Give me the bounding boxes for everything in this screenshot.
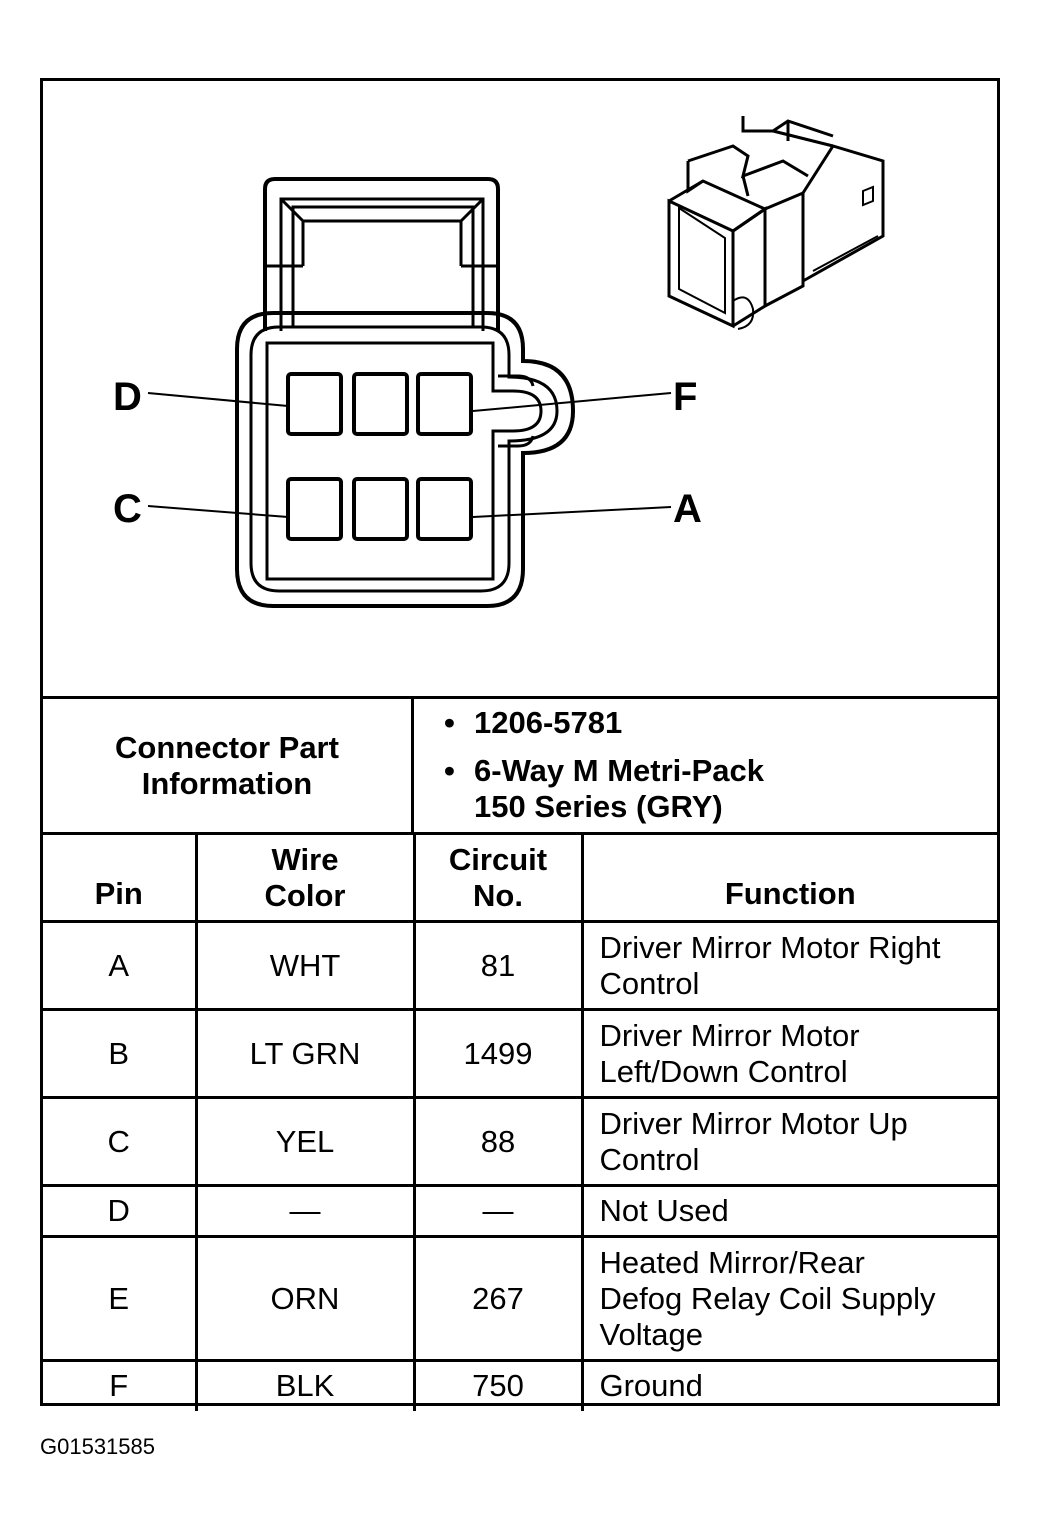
function-line: Ground [599, 1368, 703, 1404]
table-row: D — — Not Used [43, 1184, 997, 1238]
pin-label-a: A [673, 487, 702, 531]
cell-wire-color: LT GRN [194, 1008, 416, 1099]
cell-pin: C [43, 1096, 198, 1187]
cell-pin: E [43, 1235, 198, 1362]
cell-function: Driver Mirror Motor Right Control [580, 920, 997, 1011]
cell-function: Heated Mirror/Rear Defog Relay Coil Supp… [580, 1235, 997, 1362]
function-line: Defog Relay Coil Supply [599, 1280, 936, 1316]
function-line: Not Used [599, 1193, 729, 1228]
cell-function: Driver Mirror Motor Left/Down Control [580, 1008, 997, 1099]
cell-wire-color: YEL [194, 1096, 416, 1187]
connector-face-svg [147, 116, 885, 608]
cell-wire-color: ORN [194, 1235, 416, 1362]
cell-pin: B [43, 1008, 198, 1099]
header-circuit-line1: Circuit [448, 841, 548, 877]
pin-label-c: C [113, 487, 142, 531]
part-number: 1206-5781 [474, 705, 623, 740]
pin-label-d: D [113, 375, 142, 419]
part-info-label: Connector Part Information [43, 699, 414, 832]
cell-circuit: — [412, 1184, 584, 1238]
function-line: Driver Mirror Motor [599, 1017, 860, 1053]
cell-pin: D [43, 1184, 198, 1238]
connector-type-line1: 6-Way M Metri-Pack [474, 753, 764, 788]
cell-wire-color: WHT [194, 920, 416, 1011]
function-line: Control [599, 965, 700, 1001]
table-row: E ORN 267 Heated Mirror/Rear Defog Relay… [43, 1235, 997, 1362]
figure-id: G01531585 [40, 1434, 155, 1459]
connector-figure-frame: D F C A Connector Part Information • 120… [40, 78, 1000, 1411]
part-info-label-line2: Information [141, 765, 313, 801]
part-info-label-line1: Connector Part [115, 729, 339, 765]
function-line: Voltage [599, 1316, 703, 1352]
pin-table: Pin Wire Color Circuit No. Function A WH… [43, 832, 997, 1411]
function-line: Driver Mirror Motor Up [599, 1105, 908, 1141]
cell-circuit: 1499 [412, 1008, 584, 1099]
cell-wire-color: — [194, 1184, 416, 1238]
cell-function: Driver Mirror Motor Up Control [580, 1096, 997, 1187]
part-info-details: • 1206-5781 • 6-Way M Metri-Pack 150 Ser… [414, 699, 997, 832]
cell-pin: A [43, 920, 198, 1011]
cell-circuit: 750 [412, 1359, 584, 1411]
cell-circuit: 81 [412, 920, 584, 1011]
connector-diagram: D F C A [43, 81, 997, 696]
table-row: C YEL 88 Driver Mirror Motor Up Control [43, 1096, 997, 1187]
function-line: Control [599, 1141, 700, 1177]
table-row: F BLK 750 Ground [43, 1359, 997, 1411]
header-wire-line2: Color [264, 877, 346, 913]
connector-type-line2: 150 Series (GRY) [474, 789, 723, 824]
cell-function: Ground [580, 1359, 997, 1411]
header-circuit-no: Circuit No. [412, 832, 584, 923]
header-pin: Pin [43, 832, 198, 923]
cell-pin: F [43, 1359, 198, 1411]
cell-circuit: 267 [412, 1235, 584, 1362]
function-line: Left/Down Control [599, 1053, 848, 1089]
bullet-icon: • [444, 753, 455, 788]
table-row: B LT GRN 1499 Driver Mirror Motor Left/D… [43, 1008, 997, 1099]
header-wire-line1: Wire [271, 841, 339, 877]
header-wire-color: Wire Color [194, 832, 416, 923]
cell-wire-color: BLK [194, 1359, 416, 1411]
function-line: Heated Mirror/Rear [599, 1244, 865, 1280]
pin-label-f: F [673, 375, 698, 419]
connector-type-item: • 6-Way M Metri-Pack 150 Series (GRY) [444, 753, 764, 825]
bullet-icon: • [444, 705, 455, 740]
header-circuit-line2: No. [473, 877, 523, 913]
cell-circuit: 88 [412, 1096, 584, 1187]
connector-part-info: Connector Part Information • 1206-5781 •… [43, 696, 997, 832]
part-number-item: • 1206-5781 [444, 705, 623, 741]
header-function: Function [580, 832, 997, 923]
table-header-row: Pin Wire Color Circuit No. Function [43, 832, 997, 923]
function-line: Driver Mirror Motor Right [599, 929, 941, 965]
table-row: A WHT 81 Driver Mirror Motor Right Contr… [43, 920, 997, 1011]
cell-function: Not Used [580, 1184, 997, 1238]
